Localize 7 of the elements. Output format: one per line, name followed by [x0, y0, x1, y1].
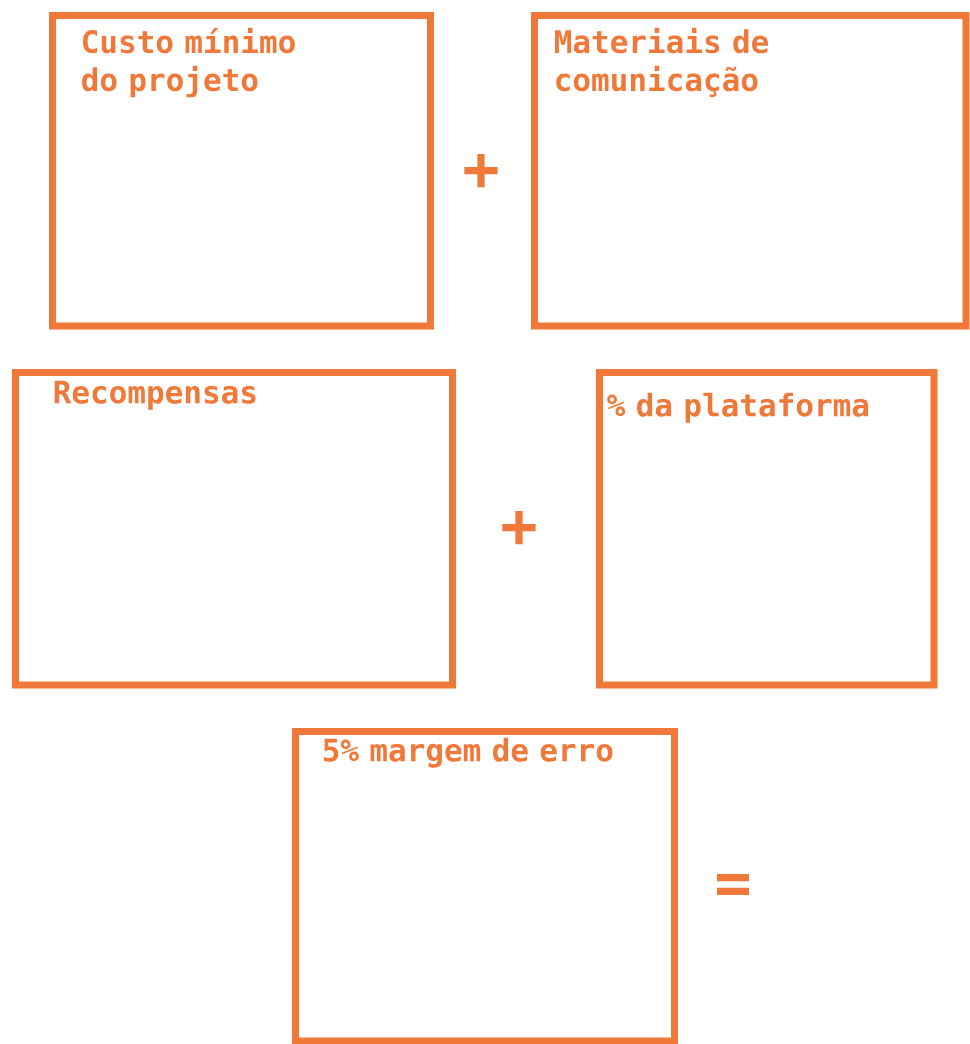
text-box: Custo mínimo do projeto: [49, 12, 434, 330]
operator-sign: +: [502, 510, 536, 545]
text-box: % da plataforma: [596, 369, 938, 689]
operator-sign: +: [464, 153, 498, 188]
text-box: Recompensas: [12, 369, 456, 689]
text-box: Materiais de comunicação: [531, 12, 970, 330]
text-box: 5% margem de erro: [292, 728, 678, 1044]
